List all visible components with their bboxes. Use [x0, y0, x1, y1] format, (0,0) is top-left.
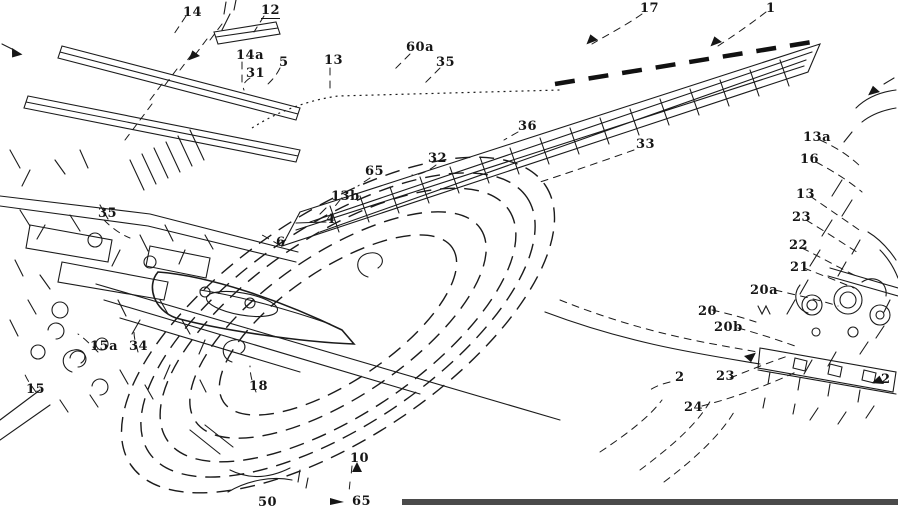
- exhaust-muffler: [252, 42, 820, 246]
- rear-bracket-cluster: [545, 78, 898, 482]
- engine-cluster: [0, 130, 382, 440]
- bottom-edge: [228, 470, 898, 505]
- leader-lines: [24, 12, 862, 492]
- front-frame-tubes: [0, 0, 300, 262]
- swingarm: [96, 272, 560, 477]
- arrowheads: [12, 34, 884, 472]
- bottom-scan-bar: [402, 499, 898, 505]
- rear-wheel-phantom: [68, 92, 608, 506]
